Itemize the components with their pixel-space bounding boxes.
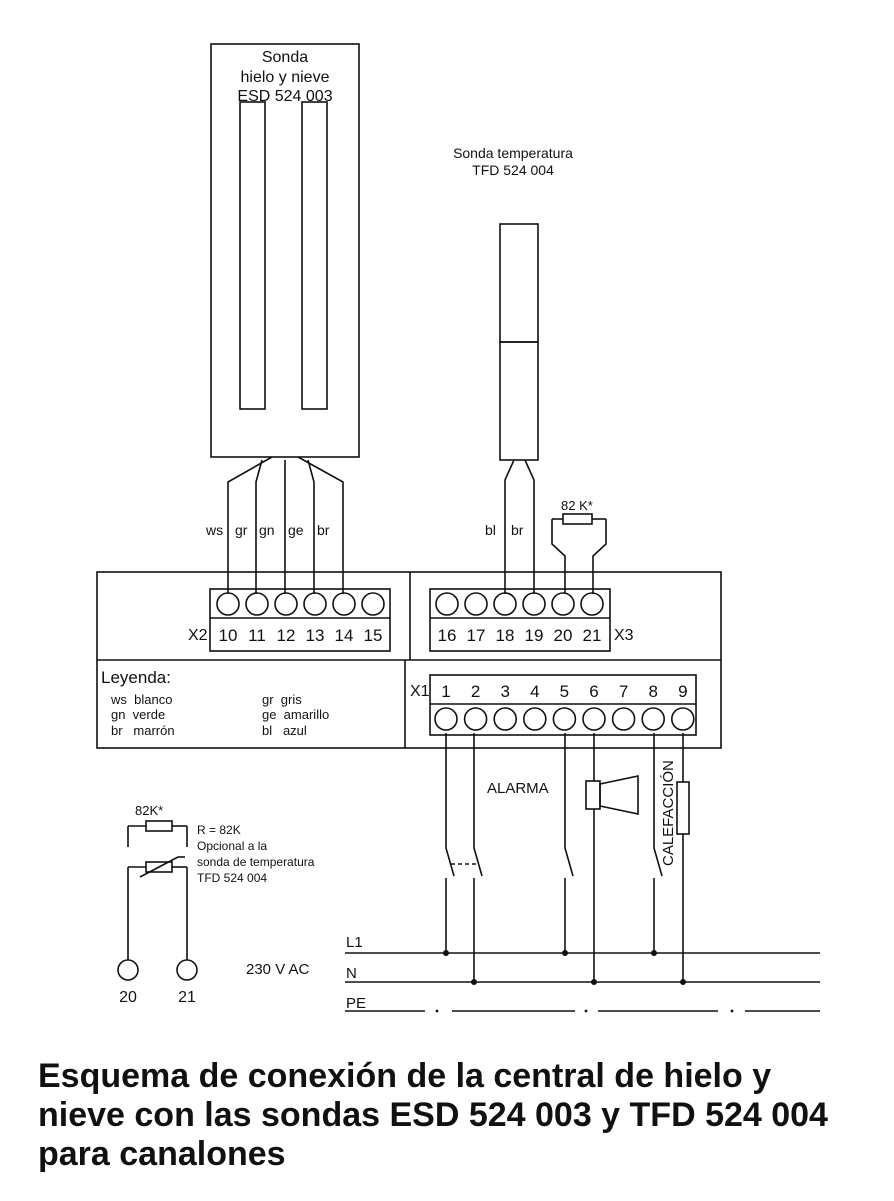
svg-text:ws: ws: [205, 522, 223, 538]
svg-text:TFD 524 004: TFD 524 004: [472, 162, 554, 178]
svg-text:br marrón: br marrón: [111, 723, 175, 738]
terminal-screw: [552, 707, 577, 731]
alarm-label: ALARMA: [487, 780, 549, 797]
terminal-number: 11: [248, 626, 266, 645]
terminal-screw: [580, 592, 604, 616]
terminal-number: 18: [496, 626, 515, 645]
terminal-screw: [551, 592, 575, 616]
terminal-screw: [216, 592, 240, 616]
terminal-screw: [641, 707, 666, 731]
svg-text:Leyenda:: Leyenda:: [101, 668, 171, 687]
svg-text:N: N: [346, 965, 357, 982]
terminal-number: 6: [589, 682, 598, 701]
svg-text:br: br: [511, 522, 524, 538]
x2-terminal-numbers: 10 11 12 13 14 15: [219, 626, 383, 645]
terminal-number: 16: [438, 626, 457, 645]
terminal-number: 17: [467, 626, 486, 645]
svg-text:gn verde: gn verde: [111, 707, 165, 722]
top-resistor: [551, 513, 607, 594]
top-resistor-label: 82 K*: [561, 498, 593, 513]
svg-text:bl azul: bl azul: [262, 723, 307, 738]
terminal-screw: [245, 592, 269, 616]
svg-text:82K*: 82K*: [135, 803, 163, 818]
terminal-screw: [435, 592, 459, 616]
heating-label: CALEFACCIÓN: [660, 760, 677, 866]
terminal-number: 1: [441, 682, 450, 701]
svg-text:PE: PE: [346, 995, 366, 1012]
terminal-number: 9: [678, 682, 687, 701]
terminal-screw: [464, 592, 488, 616]
svg-text:bl: bl: [485, 522, 496, 538]
svg-text:Sonda: Sonda: [262, 49, 308, 66]
snow-wire-labels: ws gr gn ge br: [205, 522, 330, 538]
terminal-number: 5: [560, 682, 569, 701]
svg-text:gr gris: gr gris: [262, 692, 302, 707]
terminal-number: 13: [306, 626, 325, 645]
terminal-screw: [463, 707, 488, 731]
diagram-title: Esquema de conexión de la central de hie…: [38, 1057, 828, 1173]
x1-terminal-numbers: 1 2 3 4 5 6 7 8 9: [441, 682, 687, 701]
terminal-number: 10: [219, 626, 238, 645]
svg-text:TFD 524 004: TFD 524 004: [197, 871, 267, 885]
svg-text:ge amarillo: ge amarillo: [262, 707, 329, 722]
terminal-number: 12: [277, 626, 296, 645]
svg-text:21: 21: [178, 989, 196, 1006]
svg-text:L1: L1: [346, 934, 363, 951]
option-note: 82K* R = 82K Opcional a la sonda de temp…: [119, 803, 315, 1006]
terminal-number: 15: [364, 626, 383, 645]
terminal-screw: [582, 707, 606, 731]
x2-label: X2: [188, 627, 208, 644]
temp-wire-labels: bl br: [485, 522, 524, 538]
terminal-screws: [216, 592, 695, 731]
terminal-number: 21: [583, 626, 602, 645]
svg-text:ge: ge: [288, 522, 304, 538]
svg-text:R = 82K: R = 82K: [197, 823, 241, 837]
temperature-probe: [499, 223, 539, 594]
junction-dots: [435, 950, 734, 1013]
terminal-number: 3: [500, 682, 509, 701]
x3-label: X3: [614, 627, 634, 644]
terminal-screw: [522, 592, 546, 616]
terminal-number: 2: [471, 682, 480, 701]
terminal-number: 14: [335, 626, 354, 645]
terminal-screw: [332, 592, 356, 616]
terminal-screw: [434, 707, 458, 731]
terminal-screw: [522, 707, 547, 731]
option-detail: [117, 820, 198, 981]
svg-text:Opcional a la: Opcional a la: [197, 839, 267, 853]
output-wiring: [345, 733, 820, 1012]
svg-text:br: br: [317, 522, 330, 538]
snow-probe: [210, 43, 360, 594]
x1-label: X1: [410, 683, 430, 700]
terminal-number: 7: [619, 682, 628, 701]
snow-probe-label: Sonda hielo y nieve ESD 524 003: [237, 49, 332, 105]
terminal-screw: [493, 707, 518, 731]
svg-text:sonda de temperatura: sonda de temperatura: [197, 855, 315, 869]
legend: Leyenda: ws blanco gn verde br marrón gr…: [101, 668, 329, 738]
terminal-screw: [274, 592, 298, 616]
terminal-screw: [611, 707, 636, 731]
svg-text:20: 20: [119, 989, 137, 1006]
controller-housing: [96, 571, 722, 749]
svg-text:Sonda temperatura: Sonda temperatura: [453, 145, 573, 161]
terminal-screw: [303, 592, 327, 616]
terminal-number: 19: [525, 626, 544, 645]
svg-text:ESD 524 003: ESD 524 003: [237, 88, 332, 105]
svg-text:gr: gr: [235, 522, 248, 538]
terminal-screw: [670, 707, 695, 731]
terminal-number: 8: [648, 682, 657, 701]
svg-text:hielo y nieve: hielo y nieve: [241, 69, 330, 86]
x3-terminal-numbers: 16 17 18 19 20 21: [438, 626, 602, 645]
svg-text:ws blanco: ws blanco: [110, 692, 172, 707]
terminal-screw: [493, 592, 517, 616]
terminal-screw: [361, 592, 385, 616]
temperature-probe-label: Sonda temperatura TFD 524 004: [453, 145, 573, 178]
mains-labels: 230 V AC L1 N PE: [246, 934, 366, 1012]
svg-text:gn: gn: [259, 522, 275, 538]
svg-text:230 V AC: 230 V AC: [246, 961, 310, 978]
terminal-number: 20: [554, 626, 573, 645]
terminal-number: 4: [530, 682, 539, 701]
